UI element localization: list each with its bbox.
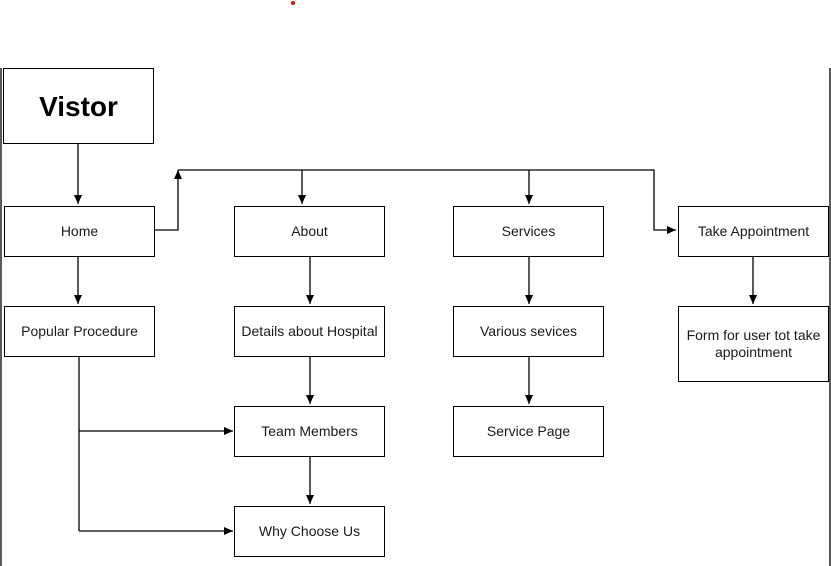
node-team-members: Team Members bbox=[234, 406, 385, 457]
node-team-members-label: Team Members bbox=[261, 422, 358, 439]
node-take-appointment: Take Appointment bbox=[678, 206, 829, 257]
node-about-label: About bbox=[291, 222, 328, 239]
node-services-label: Services bbox=[501, 222, 556, 239]
node-various-services-label: Various sevices bbox=[479, 322, 577, 339]
node-various-services: Various sevices bbox=[453, 306, 604, 357]
node-take-appointment-label: Take Appointment bbox=[697, 222, 810, 239]
node-appointment-form-label: Form for user tot take appointment bbox=[686, 326, 821, 361]
node-service-page: Service Page bbox=[453, 406, 604, 457]
node-why-choose-us: Why Choose Us bbox=[234, 506, 385, 557]
node-home: Home bbox=[4, 206, 155, 257]
node-popular-procedure: Popular Procedure bbox=[4, 306, 155, 357]
node-appointment-form: Form for user tot take appointment bbox=[678, 306, 829, 382]
red-dot-marker bbox=[291, 1, 295, 5]
node-service-page-label: Service Page bbox=[486, 422, 571, 439]
node-visitor: Vistor bbox=[3, 68, 154, 144]
node-details-hospital-label: Details about Hospital bbox=[241, 322, 378, 339]
node-why-choose-us-label: Why Choose Us bbox=[258, 522, 361, 539]
node-details-hospital: Details about Hospital bbox=[234, 306, 385, 357]
node-popular-procedure-label: Popular Procedure bbox=[21, 322, 138, 339]
node-about: About bbox=[234, 206, 385, 257]
node-home-label: Home bbox=[60, 222, 99, 239]
node-visitor-label: Vistor bbox=[39, 90, 118, 122]
edge-home-rail bbox=[154, 170, 182, 231]
edge-rail bbox=[178, 169, 676, 234]
node-services: Services bbox=[453, 206, 604, 257]
